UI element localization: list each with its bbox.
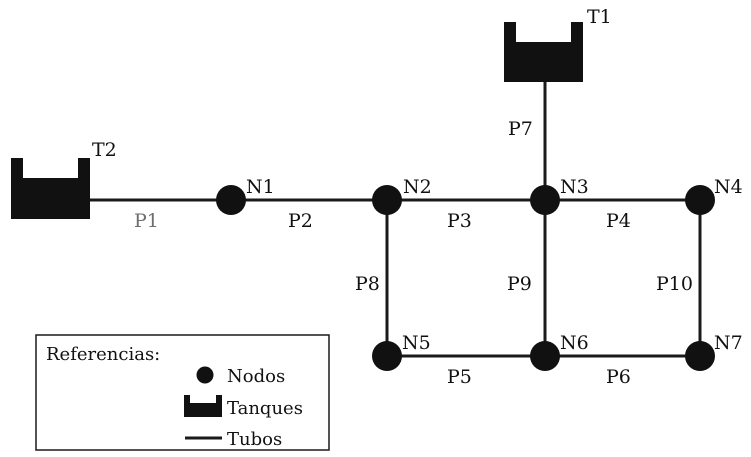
legend-label-nodos: Nodos: [227, 366, 285, 387]
pipe-label-p1: P1: [134, 210, 159, 232]
pipe-label-p10: P10: [656, 273, 693, 295]
legend-label-tubos: Tubos: [227, 429, 282, 450]
legend-tank-icon: [184, 395, 222, 417]
pipe-label-p5: P5: [447, 366, 472, 388]
node-label-n5: N5: [402, 332, 431, 354]
node-label-n4: N4: [714, 176, 743, 198]
tanks: [11, 22, 583, 219]
nodes: [216, 185, 715, 371]
node-label-n6: N6: [560, 332, 589, 354]
pipe-label-p7: P7: [508, 118, 533, 140]
node-n3: [530, 185, 560, 215]
pipe-label-p2: P2: [288, 210, 313, 232]
legend: Referencias: Nodos Tanques Tubos: [35, 334, 330, 451]
pipe-label-p3: P3: [447, 210, 472, 232]
node-label-n2: N2: [403, 176, 432, 198]
node-label-n1: N1: [246, 176, 275, 198]
node-n5: [372, 341, 402, 371]
node-label-n7: N7: [714, 332, 743, 354]
node-n7: [685, 341, 715, 371]
tank-label-t1: T1: [587, 6, 612, 28]
pipe-label-p6: P6: [606, 366, 631, 388]
legend-label-tanques: Tanques: [227, 398, 303, 419]
pipe-label-p9: P9: [507, 273, 532, 295]
legend-title: Referencias:: [46, 344, 160, 365]
node-n1: [216, 185, 246, 215]
legend-node-icon: [196, 366, 214, 384]
node-label-n3: N3: [560, 176, 589, 198]
tank-label-t2: T2: [92, 139, 117, 161]
pipes: [88, 82, 702, 358]
tank-t1: [504, 22, 583, 82]
pipe-label-p4: P4: [606, 210, 631, 232]
node-n4: [685, 185, 715, 215]
legend-box: [35, 334, 330, 451]
pipe-label-p8: P8: [355, 273, 380, 295]
node-n2: [372, 185, 402, 215]
tank-t2: [11, 158, 90, 219]
node-n6: [530, 341, 560, 371]
